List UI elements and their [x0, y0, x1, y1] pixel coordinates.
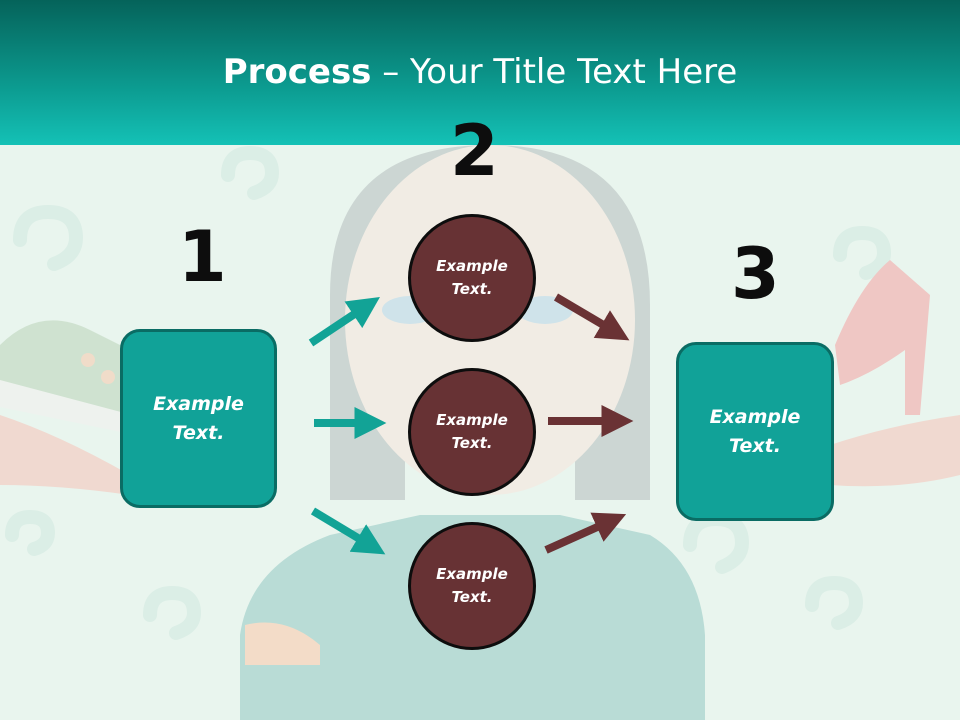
step-number-2: 2: [450, 110, 499, 192]
step-2-node-2: Example Text.: [408, 368, 536, 496]
title-bold: Process: [222, 52, 372, 92]
step-2-node-3: Example Text.: [408, 522, 536, 650]
arrow-teal-up: [308, 297, 380, 347]
step-number-1: 1: [178, 216, 227, 298]
step-number-3: 3: [731, 233, 780, 315]
step-2-node-1: Example Text.: [408, 214, 536, 342]
arrow-brown-up: [544, 512, 627, 554]
slide-title: Process – Your Title Text Here: [0, 52, 960, 92]
step-box-3: Example Text.: [676, 342, 834, 521]
arrow-teal-down: [310, 507, 386, 555]
title-rest: – Your Title Text Here: [371, 52, 738, 92]
title-banner: [0, 0, 960, 145]
step-box-1: Example Text.: [120, 329, 277, 508]
arrow-brown-down: [553, 293, 630, 341]
